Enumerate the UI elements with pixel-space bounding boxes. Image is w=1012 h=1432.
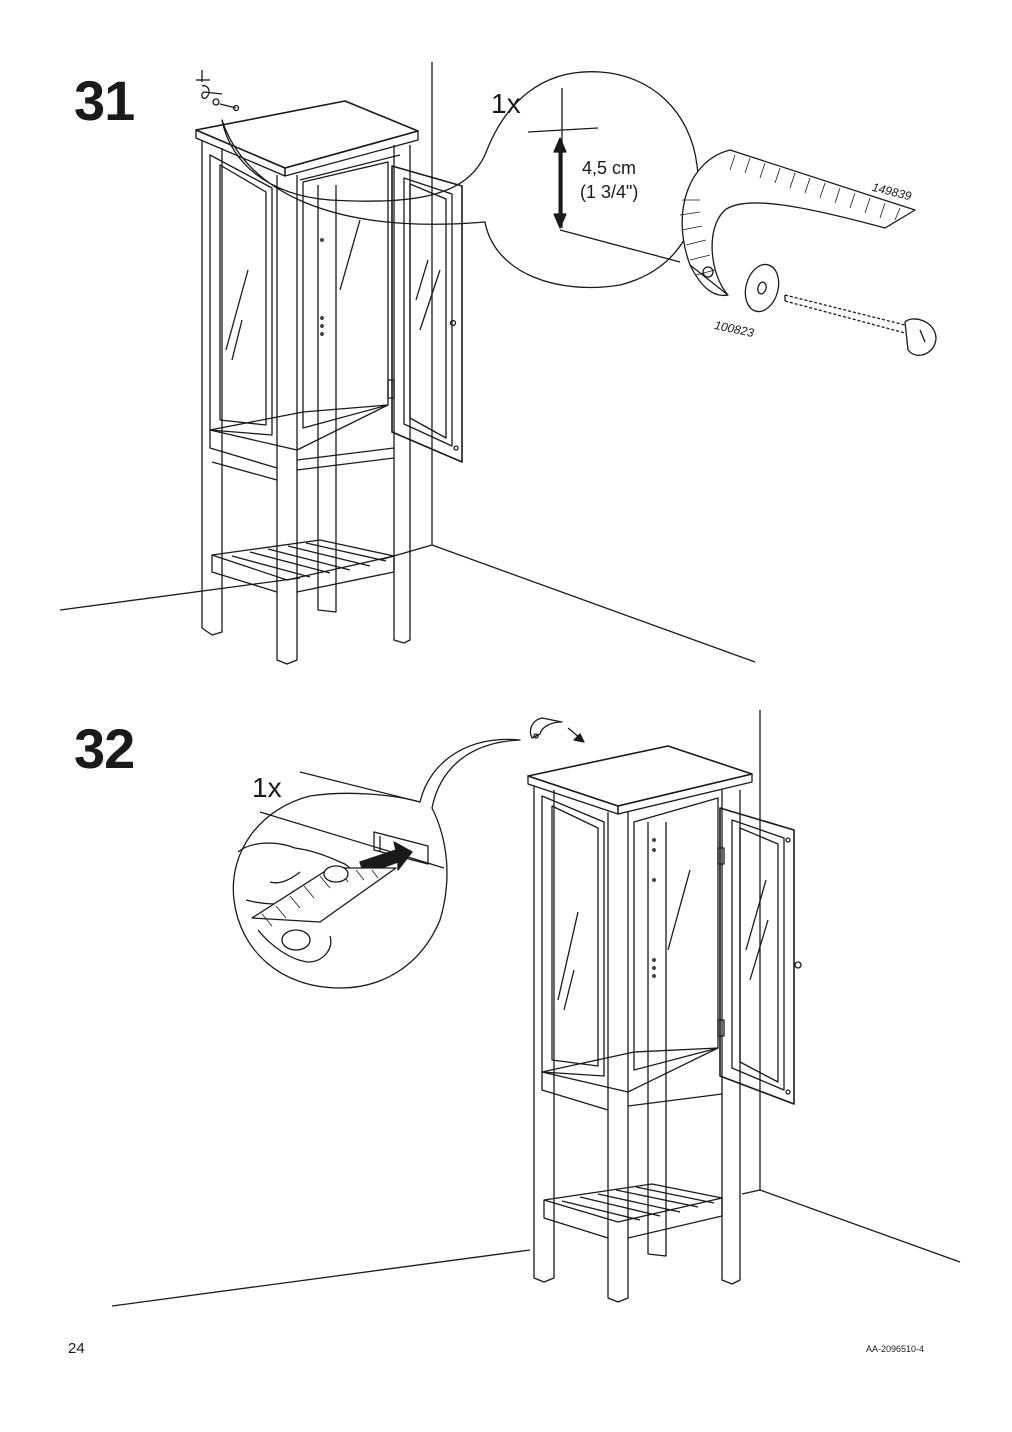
quantity-label: 1x bbox=[491, 88, 521, 119]
screw-icon bbox=[784, 294, 937, 356]
callout-balloon-32 bbox=[232, 738, 521, 989]
strap-in-hand bbox=[251, 865, 397, 927]
step-number: 31 bbox=[74, 69, 135, 132]
dimension-marker bbox=[527, 88, 681, 263]
page-number: 24 bbox=[68, 1340, 85, 1357]
wall-strap-icon bbox=[529, 717, 585, 743]
strap-part bbox=[679, 149, 916, 297]
dimension-imperial: (1 3/4") bbox=[580, 182, 639, 202]
quantity-label: 1x bbox=[252, 772, 282, 803]
slot-detail bbox=[259, 771, 445, 869]
step-31-illustration bbox=[59, 62, 937, 665]
dimension-metric: 4,5 cm bbox=[582, 158, 637, 178]
wall-strap-icon bbox=[196, 70, 240, 112]
document-code: AA-2096510-4 bbox=[866, 1344, 925, 1354]
room-lines-32 bbox=[111, 710, 961, 1307]
callout-balloon-31 bbox=[221, 71, 700, 289]
washer-icon bbox=[744, 263, 780, 313]
step-number: 32 bbox=[74, 717, 135, 780]
cabinet-31 bbox=[195, 100, 463, 665]
cabinet-32 bbox=[527, 745, 802, 1303]
